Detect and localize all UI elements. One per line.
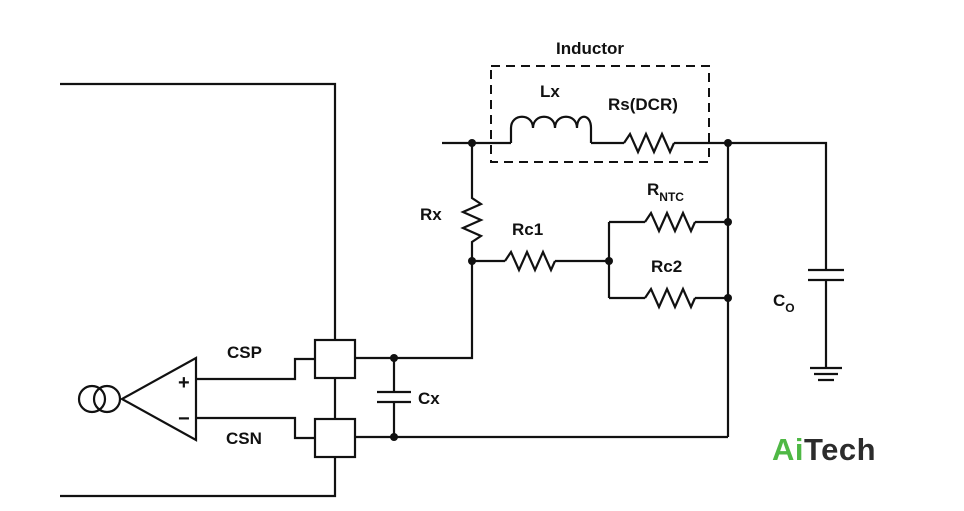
rntc-resistor (644, 210, 697, 234)
junction-dot (724, 294, 732, 302)
csp-pin (313, 338, 357, 380)
co-label-sub: O (785, 301, 794, 315)
cx-label: Cx (418, 389, 440, 408)
amp-plus-input-wire (196, 357, 315, 381)
ground-symbol (810, 366, 842, 382)
main-line-right (674, 141, 828, 270)
rntc-label-sub: NTC (659, 190, 684, 204)
rs-resistor (623, 131, 676, 155)
junction-dot (724, 218, 732, 226)
plus-sign: + (178, 372, 190, 394)
inductor-label: Inductor (556, 39, 624, 58)
rx-label: Rx (420, 205, 442, 224)
rc1-label: Rc1 (512, 220, 543, 239)
junction-dot (390, 433, 398, 441)
inductor-enclosure (490, 65, 710, 163)
rntc-label-main: R (647, 180, 659, 199)
rc2-resistor (644, 286, 697, 310)
lx-inductor-coil (509, 115, 593, 143)
watermark-part-ai: Ai (772, 432, 804, 467)
co-label: CO (773, 291, 795, 315)
junction-dot (605, 257, 613, 265)
aitech-watermark: AiTech (772, 432, 876, 468)
amplifier-triangle (119, 356, 198, 442)
csn-pin (313, 417, 357, 459)
junction-dot (468, 257, 476, 265)
rs-label: Rs(DCR) (608, 95, 678, 114)
lx-label: Lx (540, 82, 560, 101)
rc1-resistor (504, 249, 557, 273)
amp-minus-input-wire (196, 416, 315, 440)
current-source-left-circle (77, 384, 107, 414)
rx-resistor (460, 143, 484, 261)
csp-net (355, 261, 474, 360)
minus-sign: − (178, 408, 190, 430)
co-label-main: C (773, 291, 785, 310)
junction-dot (390, 354, 398, 362)
csn-label: CSN (226, 429, 262, 448)
rc2-label: Rc2 (651, 257, 682, 276)
junction-dot (724, 139, 732, 147)
junction-dot (468, 139, 476, 147)
current-source-right-circle (92, 384, 122, 414)
ic-boundary (60, 82, 337, 498)
watermark-part-tech: Tech (804, 432, 877, 467)
rntc-label: RNTC (647, 180, 684, 204)
csp-label: CSP (227, 343, 262, 362)
